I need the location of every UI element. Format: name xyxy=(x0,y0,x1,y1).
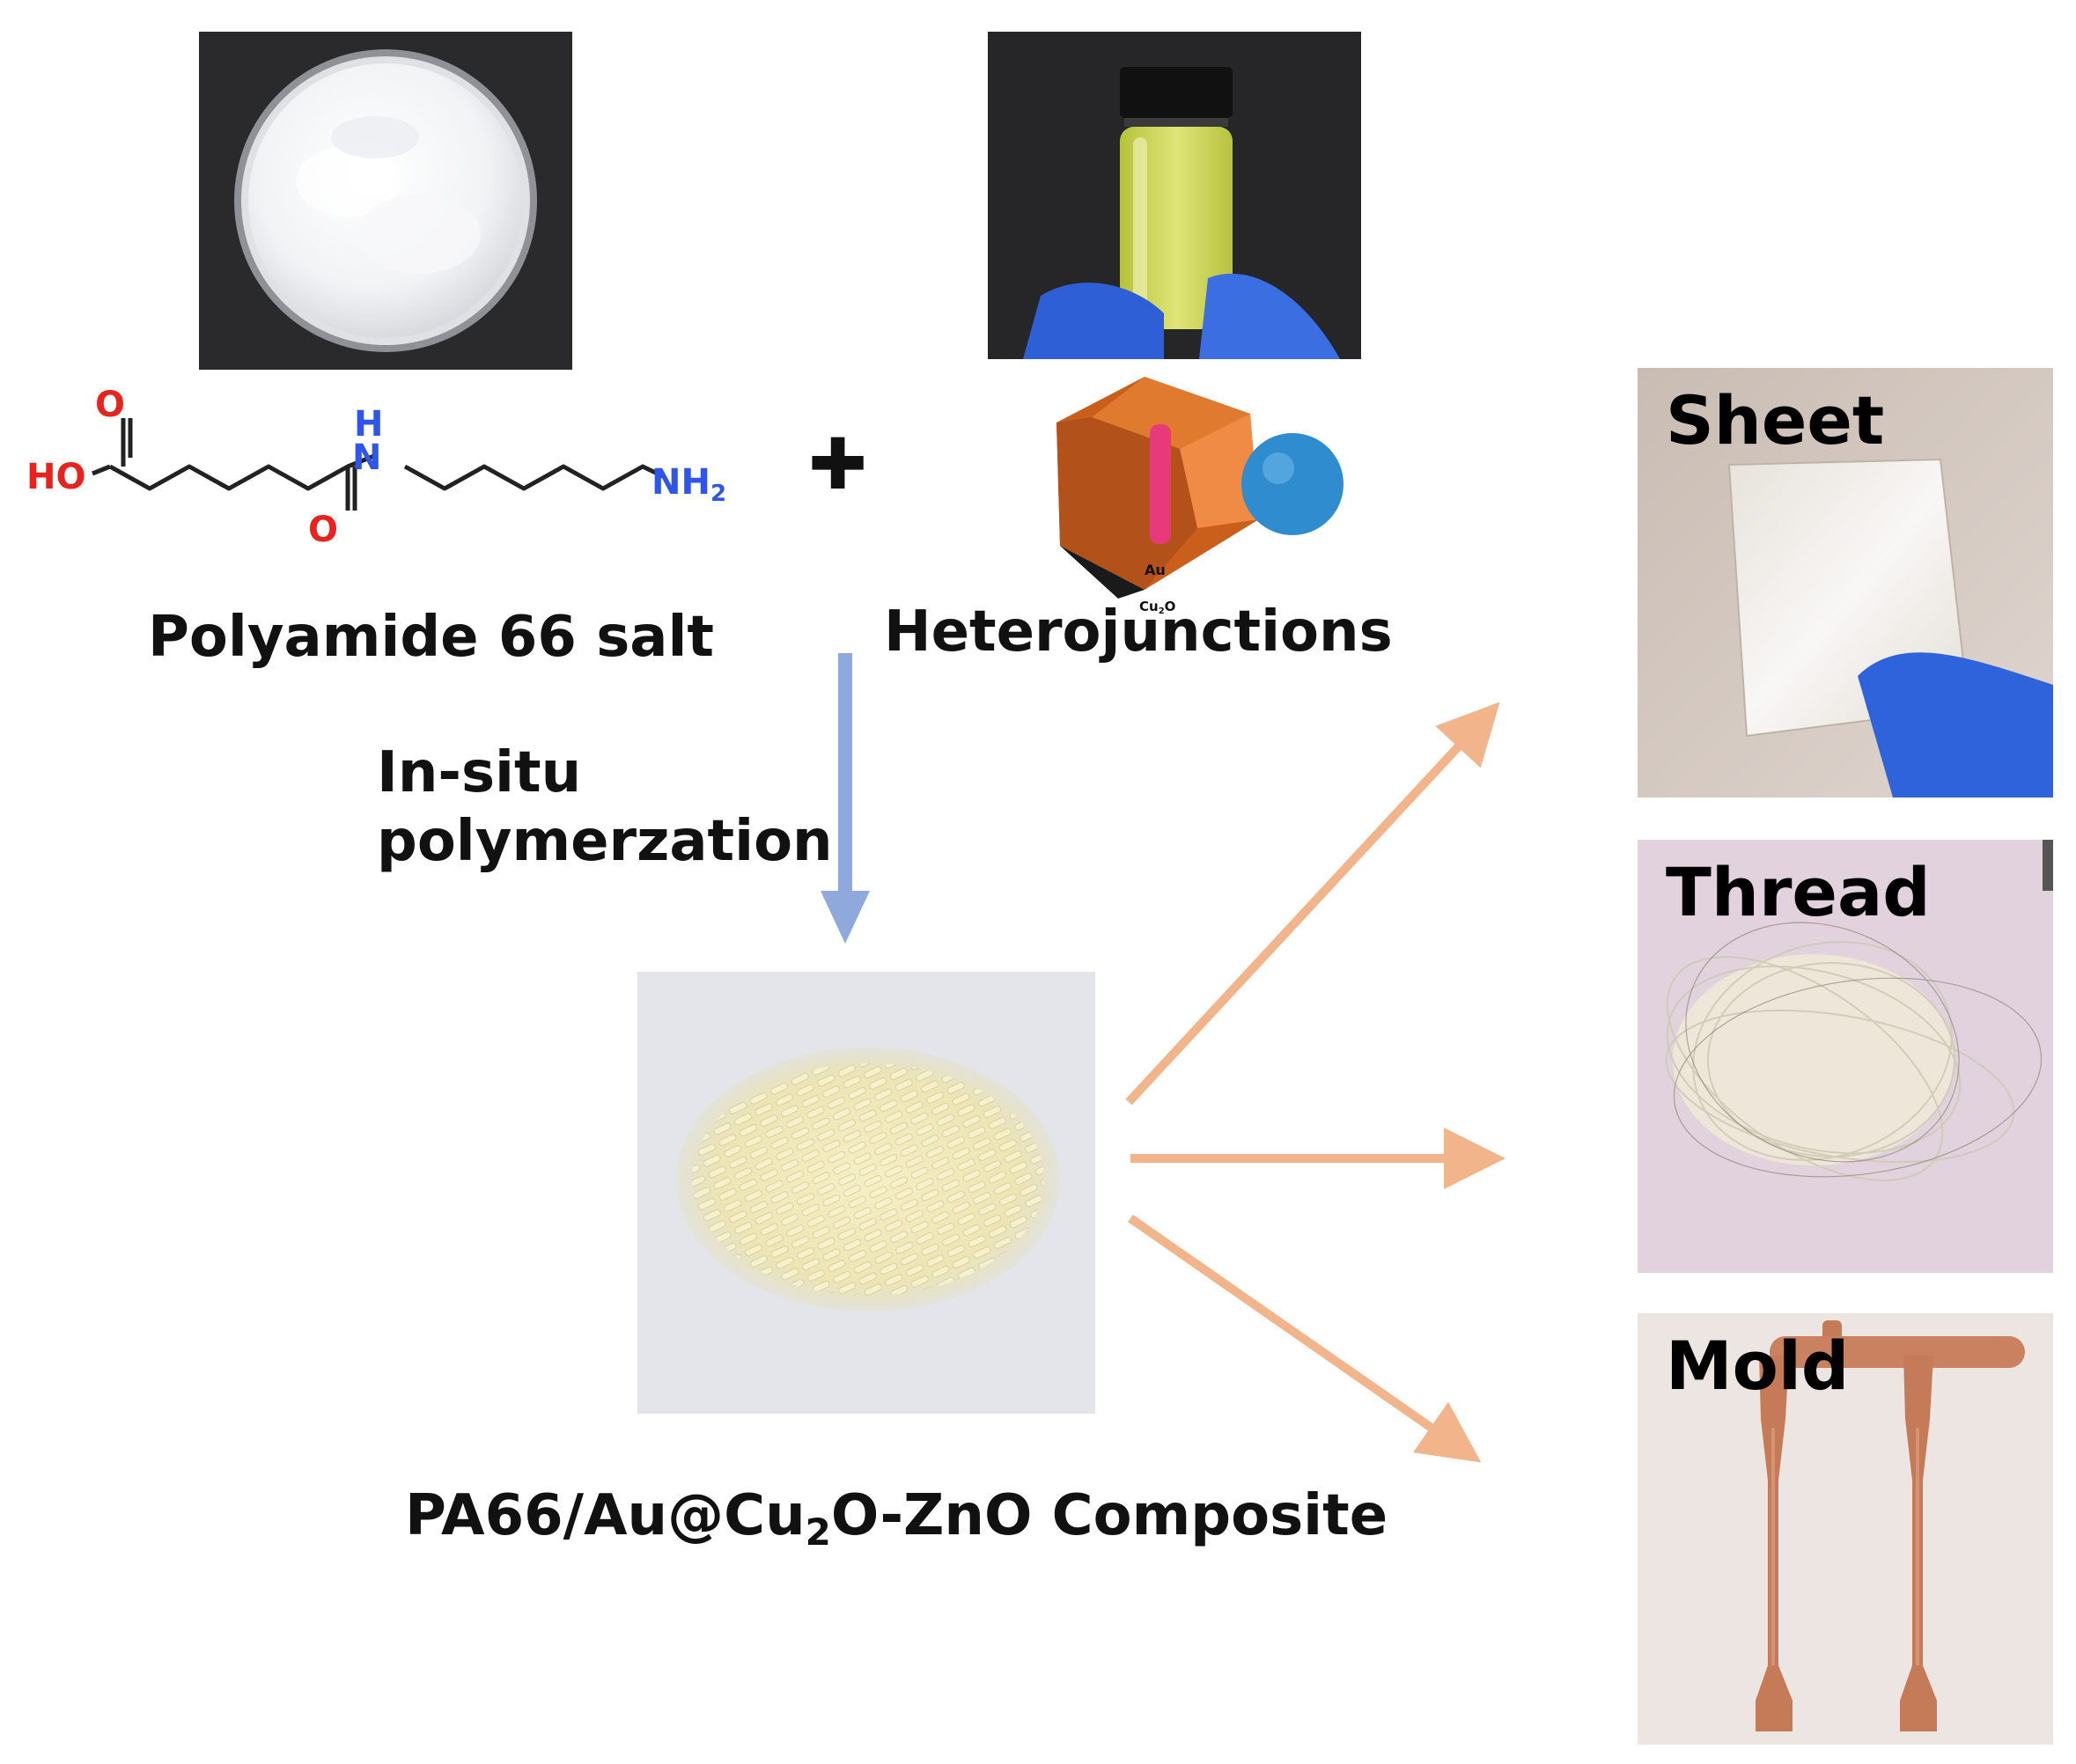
atom-h: H xyxy=(354,404,384,445)
process-line-1: In-situ xyxy=(377,740,582,805)
product-tile-thread: Thread xyxy=(1638,840,2053,1273)
heterojunction-label: Heterojunctions xyxy=(884,599,1393,665)
composite-pellets-photo xyxy=(637,972,1095,1414)
cu2o-tail: O xyxy=(1164,599,1176,614)
composite-label-a: PA66/Au@Cu xyxy=(405,1483,806,1548)
composite-label: PA66/Au@Cu2O-ZnO Composite xyxy=(405,1488,1388,1551)
atom-nh2-sub: 2 xyxy=(710,481,727,507)
plus-icon: ✚ xyxy=(808,423,868,505)
arrow-to-sheet xyxy=(1125,702,1500,1106)
salt-label: Polyamide 66 salt xyxy=(148,605,714,670)
product-label-thread: Thread xyxy=(1666,853,1931,931)
atom-n: N xyxy=(352,437,382,478)
au-cu2o-zno-particle xyxy=(1056,377,1344,599)
salt-powder-photo xyxy=(199,32,572,370)
cu2o-sub: 2 xyxy=(1158,606,1165,616)
product-tile-sheet: Sheet xyxy=(1638,368,2053,797)
atom-nh2-main: NH xyxy=(652,462,710,503)
product-label-mold: Mold xyxy=(1666,1327,1850,1405)
product-label-sheet: Sheet xyxy=(1666,381,1885,459)
product-tile-mold: Mold xyxy=(1638,1313,2053,1745)
atom-nh2: NH2 xyxy=(652,465,726,505)
heterojunction-vial-photo xyxy=(988,32,1361,359)
composite-label-b: O-ZnO Composite xyxy=(830,1483,1388,1548)
atom-o-top: O xyxy=(95,385,126,425)
arrow-to-mold xyxy=(1128,1214,1482,1463)
polymerization-arrow xyxy=(821,653,870,944)
process-line-2: polymerzation xyxy=(377,809,833,874)
cu2o-label: Cu2O xyxy=(1139,600,1175,616)
pa66-salt-structure xyxy=(92,418,666,511)
atom-o-bottom: O xyxy=(308,510,339,550)
au-label: Au xyxy=(1145,562,1166,578)
cu2o-main: Cu xyxy=(1139,599,1159,614)
atom-ho: HO xyxy=(26,457,86,497)
composite-label-sub: 2 xyxy=(805,1510,831,1554)
